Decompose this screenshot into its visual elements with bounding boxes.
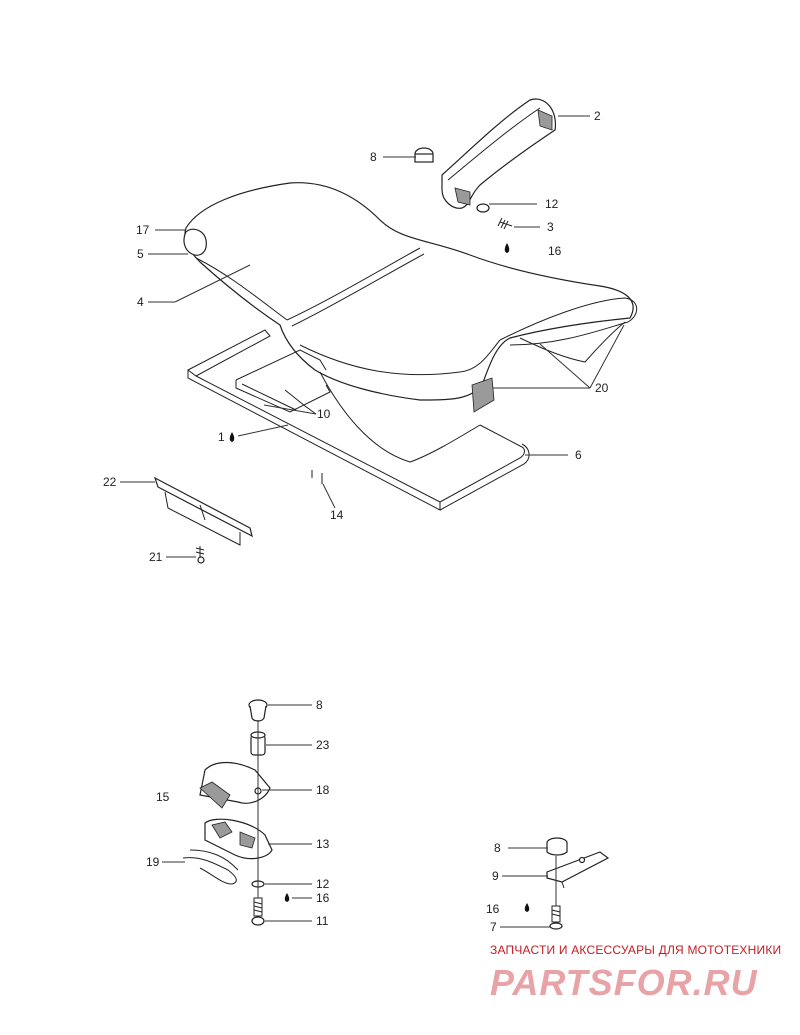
drop-16b-icon bbox=[284, 893, 290, 902]
knob-8-latch bbox=[248, 699, 268, 722]
callout-12-latch: 12 bbox=[316, 877, 330, 891]
callout-2: 2 bbox=[594, 109, 601, 123]
callout-8-right: 8 bbox=[494, 841, 501, 855]
screw-7 bbox=[549, 905, 563, 930]
callout-20: 20 bbox=[595, 381, 609, 395]
callout-10: 10 bbox=[317, 407, 331, 421]
callout-labels: 2 8 12 3 16 17 5 4 20 10 1 6 14 22 21 8 … bbox=[103, 109, 609, 934]
callout-3: 3 bbox=[547, 220, 554, 234]
callout-14: 14 bbox=[330, 508, 344, 522]
callout-9: 9 bbox=[492, 869, 499, 883]
callout-8-latch: 8 bbox=[316, 698, 323, 712]
callout-7: 7 bbox=[490, 920, 497, 934]
washer-12-top bbox=[476, 203, 490, 213]
seat-front-cap bbox=[183, 228, 207, 256]
small-clip-14 bbox=[311, 470, 323, 484]
watermark-logo-text: PARTSFOR.RU bbox=[490, 962, 758, 1003]
latch-plate-18 bbox=[199, 761, 271, 809]
callout-21: 21 bbox=[149, 550, 163, 564]
callout-5: 5 bbox=[137, 247, 144, 261]
grab-handle bbox=[441, 98, 557, 209]
seat-frame bbox=[187, 329, 530, 511]
bolt-11 bbox=[251, 897, 265, 926]
cable-19 bbox=[182, 849, 239, 885]
callout-22: 22 bbox=[103, 475, 117, 489]
callout-18: 18 bbox=[316, 783, 330, 797]
callout-23: 23 bbox=[316, 738, 330, 752]
callout-6: 6 bbox=[575, 448, 582, 462]
callout-11: 11 bbox=[316, 914, 329, 928]
screw-3-top bbox=[497, 217, 513, 230]
callout-8: 8 bbox=[370, 150, 377, 164]
callout-16: 16 bbox=[548, 244, 562, 258]
seat-strap bbox=[284, 389, 317, 415]
callout-13: 13 bbox=[316, 837, 330, 851]
drop-16a-icon bbox=[504, 243, 510, 253]
seat-rear-trim bbox=[471, 297, 638, 413]
latch-base-13 bbox=[204, 818, 273, 860]
callout-4: 4 bbox=[137, 295, 144, 309]
bracket-9 bbox=[546, 851, 610, 889]
callout-16-right: 16 bbox=[486, 902, 500, 916]
callout-19: 19 bbox=[146, 855, 160, 869]
screw-21 bbox=[195, 546, 205, 564]
callout-15: 15 bbox=[156, 790, 170, 804]
callout-1: 1 bbox=[218, 430, 225, 444]
bracket-22 bbox=[153, 476, 253, 546]
watermark-logo: PARTSFOR.RU bbox=[490, 962, 758, 1003]
callout-16-latch: 16 bbox=[316, 891, 330, 905]
knob-8-top bbox=[414, 147, 434, 163]
drop-1-icon bbox=[229, 432, 235, 442]
seat-cushion bbox=[184, 182, 634, 463]
watermark-caption: ЗАПЧАСТИ И АКСЕССУАРЫ ДЛЯ МОТОТЕХНИКИ bbox=[490, 943, 782, 957]
drop-16c-icon bbox=[524, 903, 530, 912]
knob-8-right bbox=[546, 837, 568, 856]
callout-17: 17 bbox=[136, 223, 150, 237]
leader-lines bbox=[120, 115, 625, 928]
callout-12: 12 bbox=[545, 197, 559, 211]
